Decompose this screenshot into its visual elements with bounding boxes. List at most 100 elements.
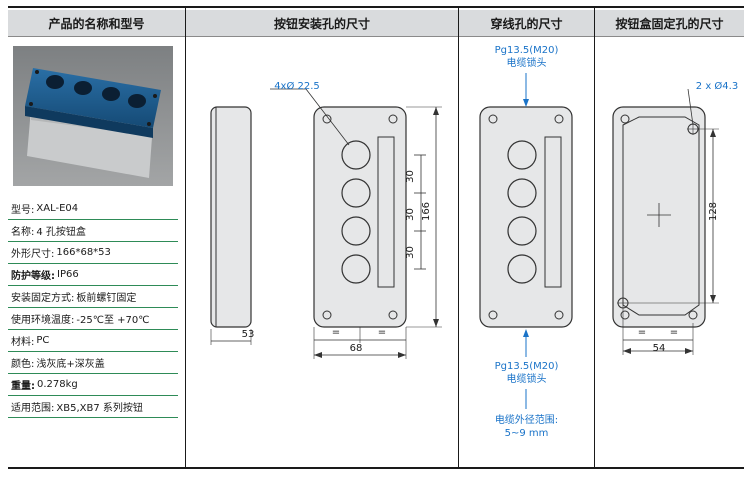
spec-value: 166*68*53 xyxy=(56,247,111,258)
corner-screw-icon xyxy=(554,114,564,124)
header-underline xyxy=(8,36,744,37)
spec-value: 浅灰底+深灰盖 xyxy=(36,359,105,370)
hole-diameter-label: 4xØ 22.5 xyxy=(274,81,320,92)
spec-row-mounting-method: 安装固定方式:板前螺钉固定 xyxy=(8,286,178,308)
fixing-hole-drawing xyxy=(612,88,719,355)
arrow-head xyxy=(433,107,439,115)
spec-key: 材料: xyxy=(11,337,35,348)
button-hole-icon xyxy=(341,140,371,170)
fixing-hole-diameter-label: 2 x Ø4.3 xyxy=(695,81,739,92)
column-divider xyxy=(458,8,459,467)
arrow-up-icon xyxy=(523,329,529,337)
overall-height-label: 166 xyxy=(421,201,433,222)
spec-value: 0.278kg xyxy=(37,379,78,390)
corner-screw-icon xyxy=(488,310,498,320)
label-slot xyxy=(544,136,562,288)
header-cable-holes: 穿线孔的尺寸 xyxy=(459,10,594,36)
range-title: 电缆外径范围: xyxy=(494,415,559,426)
push-button-box-image xyxy=(13,46,173,186)
pitch-label: 30 xyxy=(404,170,416,183)
spec-key: 外形尺寸: xyxy=(11,249,55,260)
button-hole-icon xyxy=(507,178,537,208)
equal-mark: = xyxy=(669,327,679,338)
spec-value: 板前螺钉固定 xyxy=(76,293,137,304)
corner-screw-icon xyxy=(688,310,698,320)
spec-row-temperature: 使用环境温度:-25℃至 +70℃ xyxy=(8,308,178,330)
corner-screw-icon xyxy=(620,310,630,320)
side-width-label: 53 xyxy=(241,329,255,340)
fixing-height-label: 128 xyxy=(708,201,720,222)
corner-screw-icon xyxy=(388,114,398,124)
arrow-head xyxy=(623,348,631,354)
arrow-head xyxy=(433,319,439,327)
spec-key: 颜色: xyxy=(11,359,35,370)
button-hole-icon xyxy=(507,140,537,170)
spec-row-weight: 重量:0.278kg xyxy=(8,374,178,396)
button-hole-icon xyxy=(507,216,537,246)
equal-mark: = xyxy=(331,327,341,338)
column-divider xyxy=(185,8,186,467)
spec-row-material: 材料:PC xyxy=(8,330,178,352)
top-cable-gland-label: Pg13.5(M20) 电缆锁头 xyxy=(459,44,594,70)
arrow-head xyxy=(685,348,693,354)
spec-row-model: 型号:XAL-E04 xyxy=(8,198,178,220)
range-value: 5~9 mm xyxy=(504,428,549,439)
equal-mark: = xyxy=(377,327,387,338)
side-view-body xyxy=(210,106,252,328)
header-mounting-holes: 按钮安装孔的尺寸 xyxy=(186,10,458,36)
equal-mark: = xyxy=(637,327,647,338)
button-hole-icon xyxy=(341,216,371,246)
gland-spec: Pg13.5(M20) xyxy=(494,361,559,372)
product-photo xyxy=(13,46,173,186)
leader-line xyxy=(305,88,350,146)
spec-row-color: 颜色:浅灰底+深灰盖 xyxy=(8,352,178,374)
corner-screw-icon xyxy=(488,114,498,124)
arrow-down-icon xyxy=(523,99,529,107)
base-inner-outline xyxy=(622,116,700,316)
corner-screw-icon xyxy=(388,310,398,320)
fixing-width-label: 54 xyxy=(652,343,666,354)
button-hole-icon xyxy=(341,254,371,284)
cable-diameter-range-label: 电缆外径范围: 5~9 mm xyxy=(459,414,594,440)
top-rule xyxy=(8,6,744,8)
spec-row-dimensions: 外形尺寸:166*68*53 xyxy=(8,242,178,264)
pitch-label: 30 xyxy=(404,208,416,221)
spec-value: XAL-E04 xyxy=(36,203,79,214)
spec-row-protection: 防护等级:IP66 xyxy=(8,264,178,286)
spec-key: 防护等级: xyxy=(11,271,55,282)
front-width-label: 68 xyxy=(349,343,363,354)
label-slot xyxy=(377,136,395,288)
pitch-label: 30 xyxy=(404,246,416,259)
arrow-head xyxy=(314,352,322,358)
header-fixing-holes: 按钮盒固定孔的尺寸 xyxy=(595,10,744,36)
spec-row-application: 适用范围:XB5,XB7 系列按钮 xyxy=(8,396,178,418)
arrow-head xyxy=(710,295,716,303)
spec-value: -25℃至 +70℃ xyxy=(76,315,150,326)
leader-line xyxy=(687,88,694,126)
column-divider xyxy=(594,8,595,467)
spec-value: IP66 xyxy=(57,269,79,280)
spec-key: 名称: xyxy=(11,227,35,238)
header-product: 产品的名称和型号 xyxy=(8,10,185,36)
spec-key: 重量: xyxy=(11,381,35,392)
gland-spec: Pg13.5(M20) xyxy=(494,45,559,56)
bottom-cable-gland-label: Pg13.5(M20) 电缆锁头 xyxy=(459,360,594,386)
arrow-head xyxy=(710,129,716,137)
spec-key: 型号: xyxy=(11,205,35,216)
gland-name: 电缆锁头 xyxy=(506,58,547,69)
mounting-hole-drawing xyxy=(210,88,442,359)
spec-value: PC xyxy=(36,335,50,346)
corner-screw-icon xyxy=(322,114,332,124)
corner-screw-icon xyxy=(554,310,564,320)
cable-hole-drawing xyxy=(479,73,573,409)
button-hole-icon xyxy=(507,254,537,284)
button-hole-icon xyxy=(341,178,371,208)
spec-value: 4 孔按钮盒 xyxy=(36,227,86,238)
bottom-rule xyxy=(8,467,744,469)
arrow-head xyxy=(398,352,406,358)
spec-key: 使用环境温度: xyxy=(11,315,75,326)
corner-screw-icon xyxy=(322,310,332,320)
gland-name: 电缆锁头 xyxy=(506,374,547,385)
spec-key: 适用范围: xyxy=(11,403,55,414)
